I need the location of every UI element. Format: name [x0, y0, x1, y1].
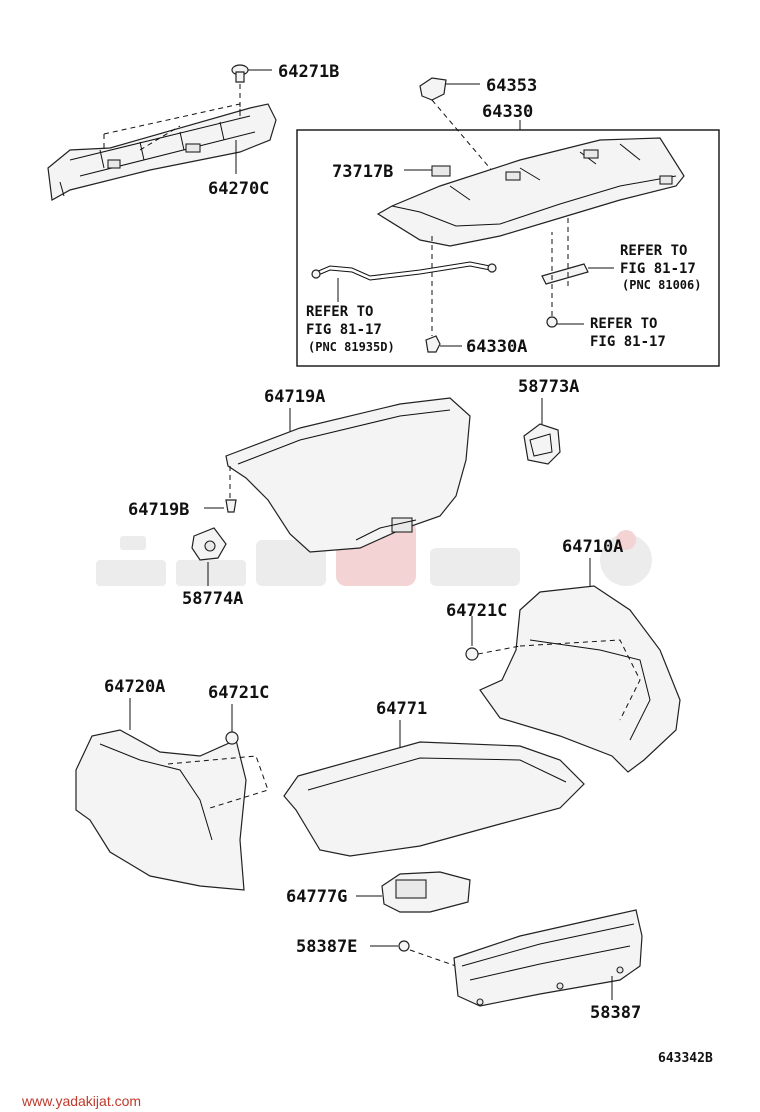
label-64719A: 64719A: [264, 387, 325, 407]
svg-text:(PNC 81006): (PNC 81006): [622, 278, 701, 292]
part-64330A-clip[interactable]: [425, 236, 462, 353]
part-64721C-clip-right[interactable]: [465, 616, 521, 661]
group-box-64330: [296, 129, 720, 367]
part-64721C-clip-left[interactable]: [225, 704, 239, 745]
label-64721C-right: 64721C: [446, 601, 507, 621]
label-64719B: 64719B: [128, 500, 189, 520]
svg-text:FIG 81-17: FIG 81-17: [590, 334, 666, 350]
svg-text:REFER TO: REFER TO: [620, 243, 687, 259]
part-64353-bracket[interactable]: [419, 77, 501, 181]
label-64720A: 64720A: [104, 677, 165, 697]
part-64720A-side-trim[interactable]: [75, 729, 269, 891]
label-64271B: 64271B: [278, 62, 339, 82]
part-64271B-clip[interactable]: [231, 64, 272, 118]
part-58774A-cover[interactable]: [191, 527, 227, 586]
label-73717B: 73717B: [332, 162, 393, 182]
ref-text-right-top: REFER TO FIG 81-17 (PNC 81006): [620, 243, 701, 292]
part-64771-trunk-mat[interactable]: [283, 741, 585, 857]
ref-text-right-bottom: REFER TO FIG 81-17: [590, 316, 666, 350]
label-58387E: 58387E: [296, 937, 357, 957]
part-screw-stop-lamp[interactable]: [546, 218, 584, 328]
label-64353: 64353: [486, 76, 537, 96]
label-64710A: 64710A: [562, 537, 623, 557]
figure-code: 643342B: [658, 1051, 713, 1066]
label-58387: 58387: [590, 1003, 641, 1023]
part-64777G-bracket[interactable]: [356, 871, 471, 913]
wire-harness: [311, 261, 497, 281]
label-64330A: 64330A: [466, 337, 527, 357]
part-64330-package-tray[interactable]: [376, 137, 685, 247]
part-64719A-lid-trim[interactable]: [225, 397, 471, 553]
svg-text:FIG 81-17: FIG 81-17: [620, 261, 696, 277]
label-64330: 64330: [482, 102, 533, 122]
svg-text:REFER TO: REFER TO: [306, 304, 373, 320]
part-high-mount-stop-lamp[interactable]: [541, 263, 614, 285]
ref-text-left: REFER TO FIG 81-17 (PNC 81935D): [306, 304, 395, 354]
part-58387E-clip[interactable]: [370, 940, 457, 967]
label-64270C: 64270C: [208, 179, 269, 199]
label-58774A: 58774A: [182, 589, 243, 609]
label-58773A: 58773A: [518, 377, 579, 397]
part-58387-sill-plate[interactable]: [453, 909, 643, 1007]
svg-text:REFER TO: REFER TO: [590, 316, 657, 332]
part-64719B-clip[interactable]: [204, 466, 237, 513]
svg-text:FIG 81-17: FIG 81-17: [306, 322, 382, 338]
part-64710A-side-trim[interactable]: [479, 585, 681, 773]
watermark-url: www.yadakijat.com: [21, 1093, 141, 1109]
label-64777G: 64777G: [286, 887, 347, 907]
watermark-logo: [96, 520, 652, 586]
label-64721C-left: 64721C: [208, 683, 269, 703]
part-73717B[interactable]: [404, 165, 451, 177]
part-58773A-cover[interactable]: [523, 423, 561, 465]
label-64771: 64771: [376, 699, 427, 719]
svg-text:(PNC 81935D): (PNC 81935D): [308, 340, 395, 354]
